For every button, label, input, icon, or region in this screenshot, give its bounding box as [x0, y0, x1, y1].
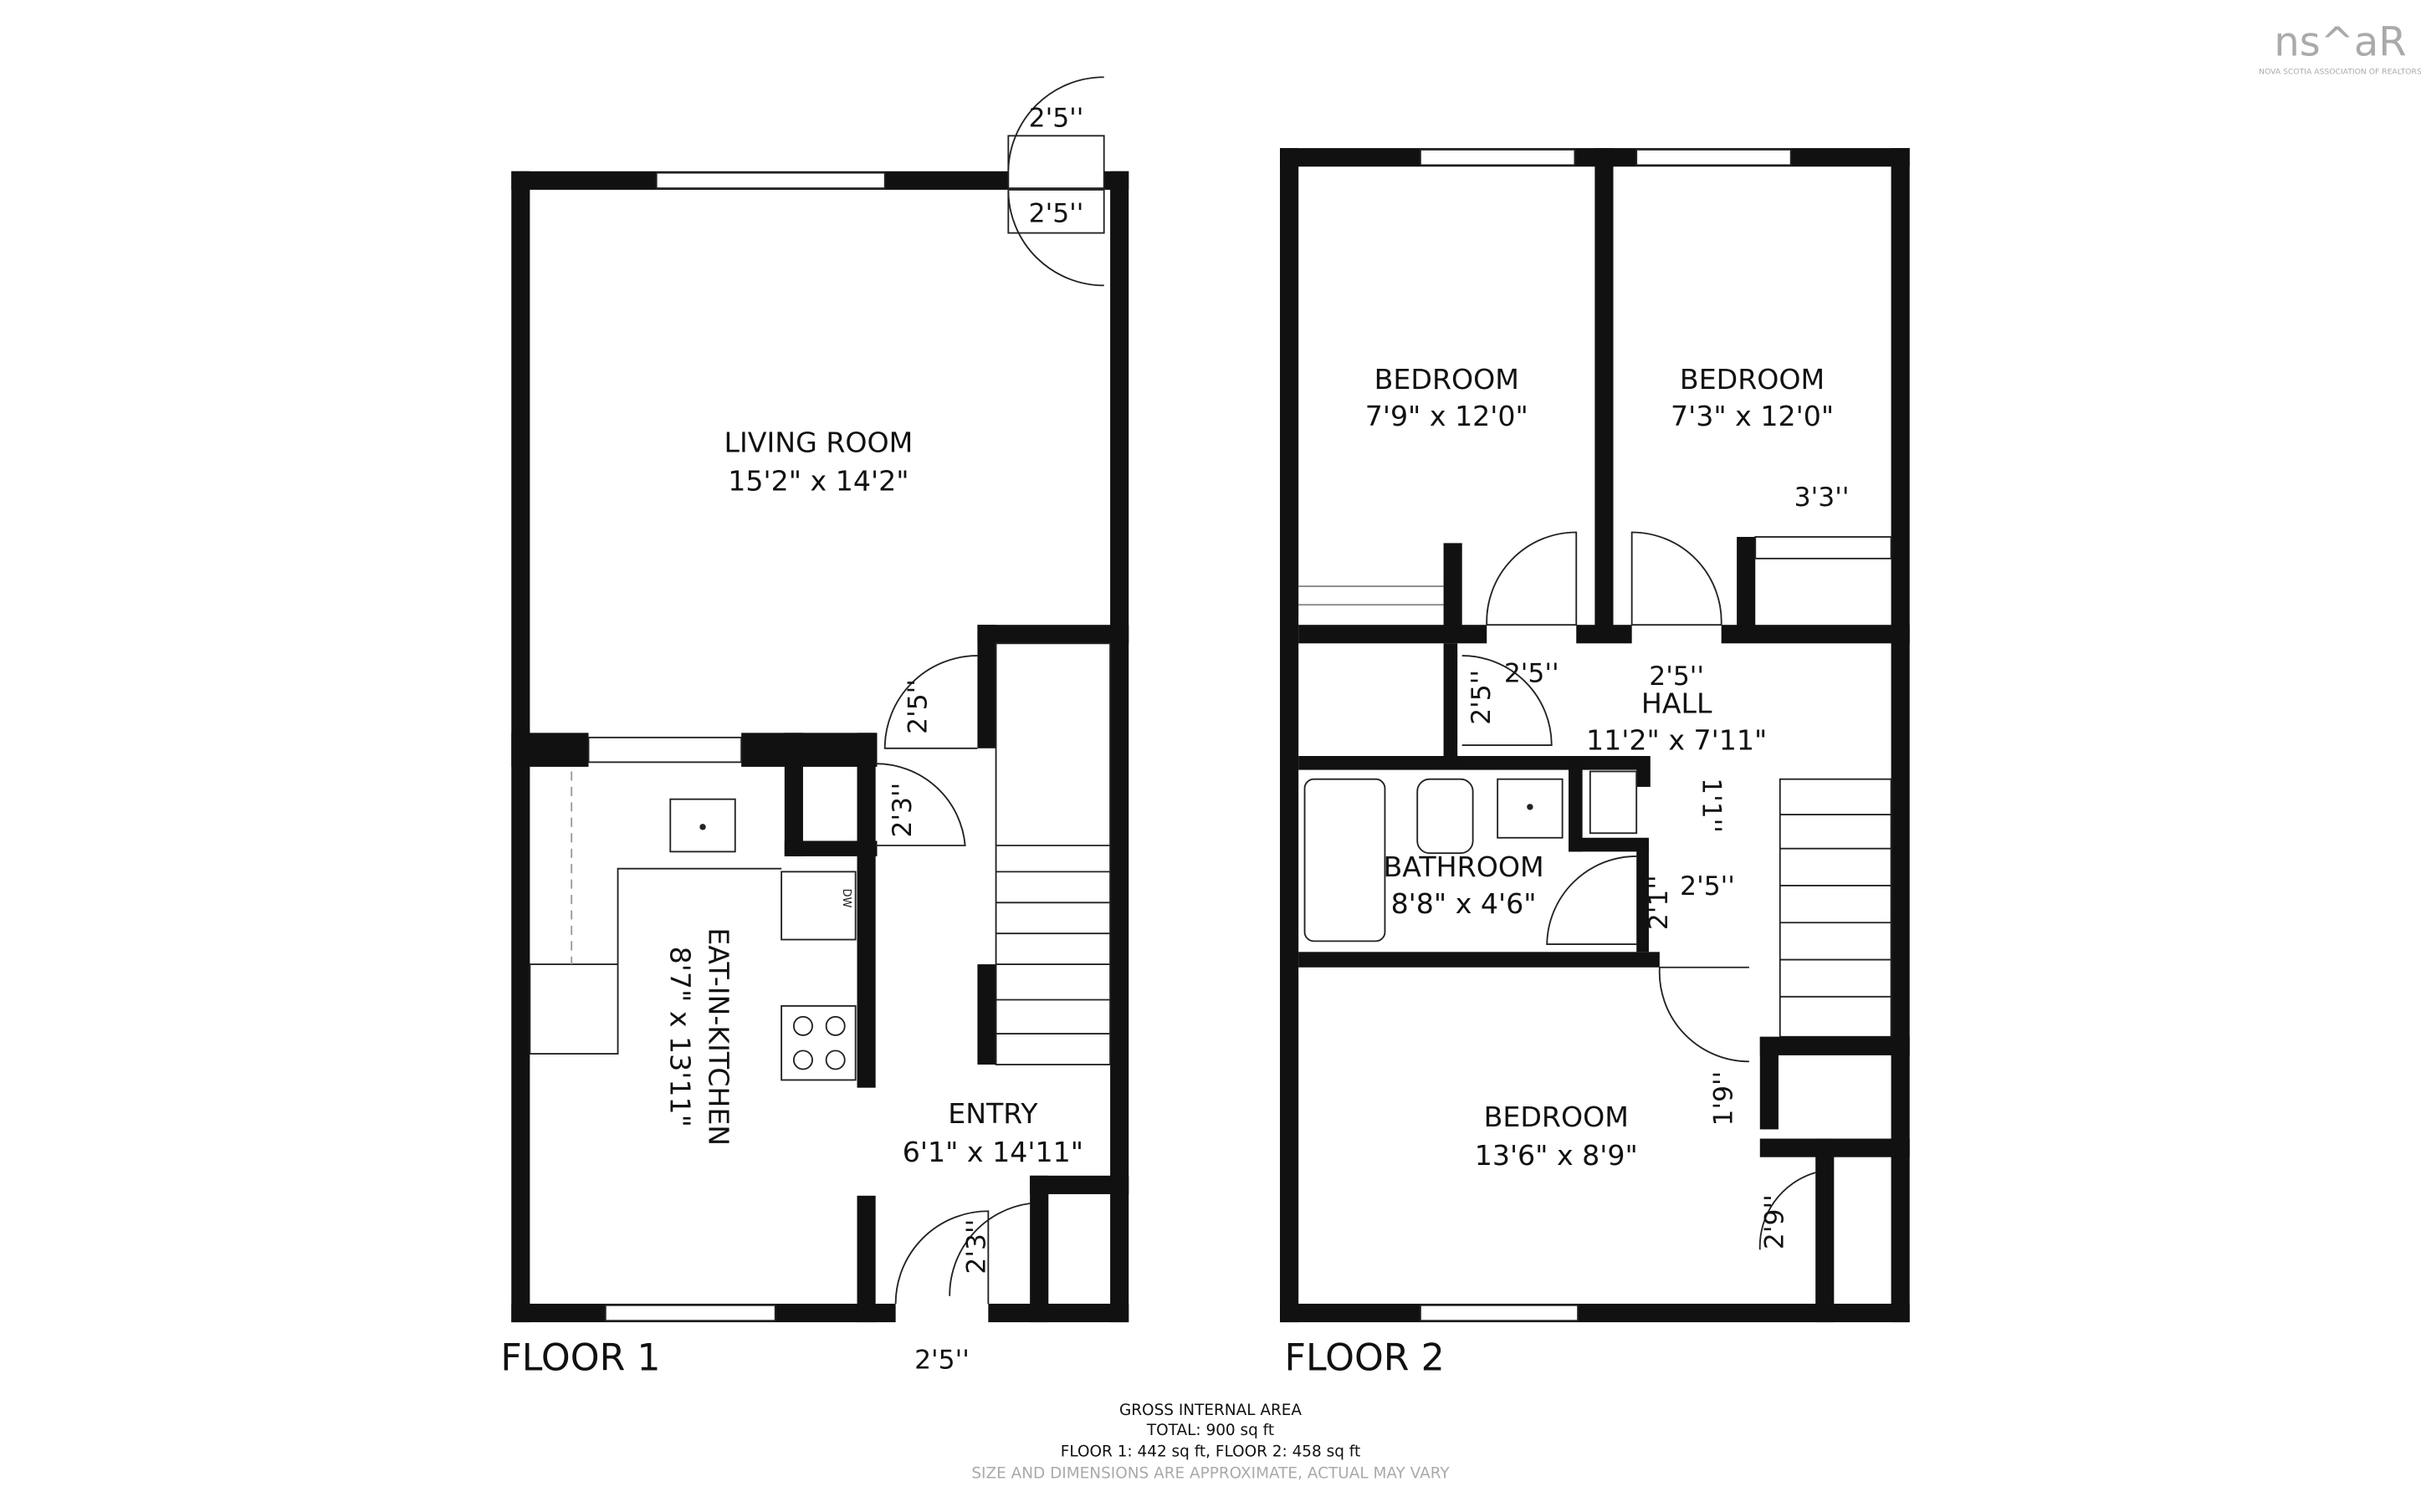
living-room-name: LIVING ROOM	[724, 427, 913, 459]
gross-area-title: GROSS INTERNAL AREA	[1119, 1402, 1302, 1419]
bedroom-1-size: 7'9" x 12'0"	[1365, 400, 1528, 432]
dim-label: 2'5''	[1466, 670, 1497, 725]
hall-size: 11'2" x 7'11"	[1586, 724, 1767, 757]
dim-label: 2'5''	[1649, 662, 1704, 692]
floor-areas: FLOOR 1: 442 sq ft, FLOOR 2: 458 sq ft	[1061, 1443, 1360, 1461]
dim-label: 1'1''	[1697, 778, 1727, 833]
dim-label: 2'1''	[1644, 875, 1674, 930]
dim-label: 2'9''	[1759, 1194, 1789, 1249]
dim-label: 2'5''	[1680, 871, 1735, 902]
dim-label: 2'3''	[888, 783, 918, 838]
hall-name: HALL	[1641, 687, 1712, 719]
floor-2-plan: BEDROOM 7'9" x 12'0" BEDROOM 7'3" x 12'0…	[1280, 148, 1910, 1379]
logo-subtitle: NOVA SCOTIA ASSOCIATION OF REALTORS	[2259, 68, 2421, 77]
dim-label: 1'9''	[1709, 1071, 1739, 1126]
dim-label: 2'5''	[903, 679, 934, 734]
floor-2-label: FLOOR 2	[1285, 1336, 1445, 1379]
bedroom-2-size: 7'3" x 12'0"	[1671, 400, 1834, 432]
total-area: TOTAL: 900 sq ft	[1146, 1422, 1274, 1439]
dim-label: 2'5''	[1504, 658, 1559, 688]
floor-1-label: FLOOR 1	[500, 1336, 660, 1379]
kitchen-size: 8'7" x 13'11"	[663, 947, 696, 1127]
bathroom-name: BATHROOM	[1384, 850, 1544, 883]
dim-label: 2'5''	[1029, 199, 1084, 229]
bedroom-1-name: BEDROOM	[1374, 363, 1519, 396]
bedroom-3-size: 13'6" x 8'9"	[1475, 1139, 1638, 1172]
dishwasher-label: DW	[840, 889, 852, 908]
dim-label: 2'5''	[1029, 103, 1084, 133]
bedroom-3-name: BEDROOM	[1484, 1101, 1629, 1133]
logo-text: ns^aR	[2274, 18, 2406, 65]
kitchen-name: EAT-IN-KITCHEN	[702, 927, 734, 1146]
disclaimer: SIZE AND DIMENSIONS ARE APPROXIMATE, ACT…	[971, 1464, 1450, 1482]
dim-label: 2'5''	[914, 1345, 970, 1375]
area-summary: GROSS INTERNAL AREA TOTAL: 900 sq ft FLO…	[971, 1402, 1450, 1483]
living-room-size: 15'2" x 14'2"	[728, 465, 909, 498]
dim-label: 2'3''	[962, 1219, 992, 1274]
nsar-logo: ns^aR NOVA SCOTIA ASSOCIATION OF REALTOR…	[2259, 18, 2421, 76]
bathroom-size: 8'8" x 4'6"	[1391, 887, 1537, 920]
floor-1-plan: DW LIVING ROOM 15'2" x 14'2" EAT-IN-KITC…	[500, 76, 1129, 1379]
bedroom-2-name: BEDROOM	[1680, 363, 1825, 396]
entry-name: ENTRY	[948, 1097, 1038, 1130]
entry-size: 6'1" x 14'11"	[903, 1136, 1083, 1168]
dim-label: 3'3''	[1794, 483, 1850, 513]
